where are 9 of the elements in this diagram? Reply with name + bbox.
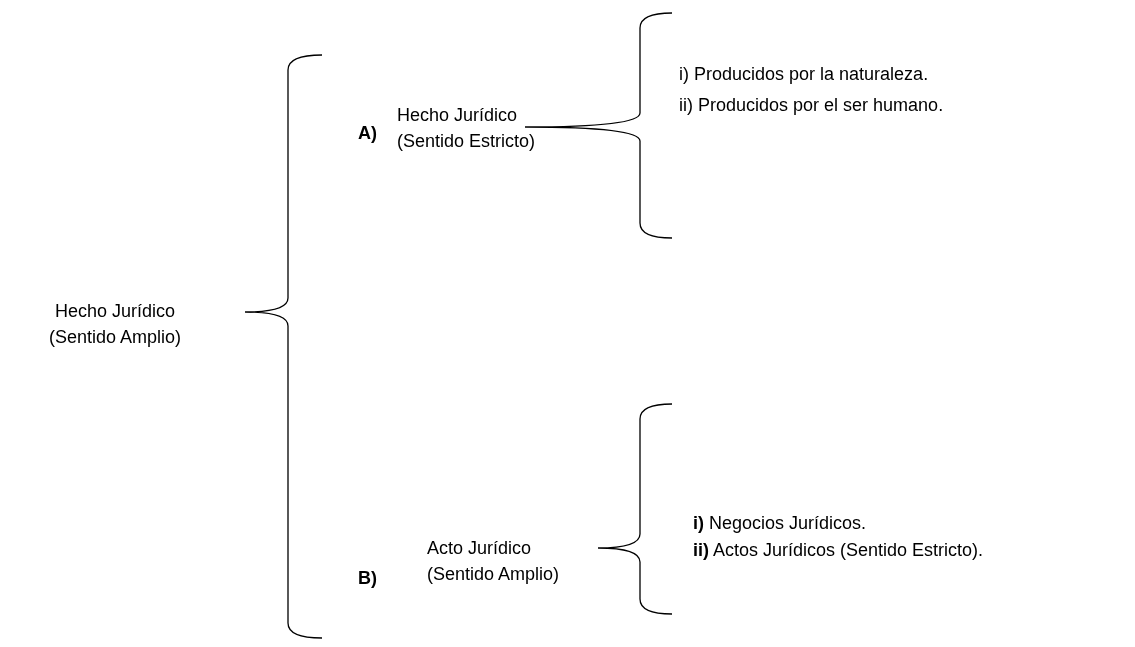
category-text: Acto Jurídico (Sentido Amplio): [427, 537, 561, 586]
category-text: i) Negocios Jurídicos.: [693, 512, 867, 535]
category-text: ii) Producidos por el ser humano.: [679, 94, 944, 117]
item-marker: A): [358, 122, 377, 145]
category-text: i) Producidos por la naturaleza.: [679, 63, 929, 86]
category-text: Hecho Jurídico (Sentido Estricto): [397, 104, 537, 153]
category-text: ii) Actos Jurídicos (Sentido Estricto).: [693, 539, 984, 562]
category-text: Hecho Jurídico (Sentido Amplio): [47, 300, 183, 349]
item-marker: B): [358, 567, 377, 590]
